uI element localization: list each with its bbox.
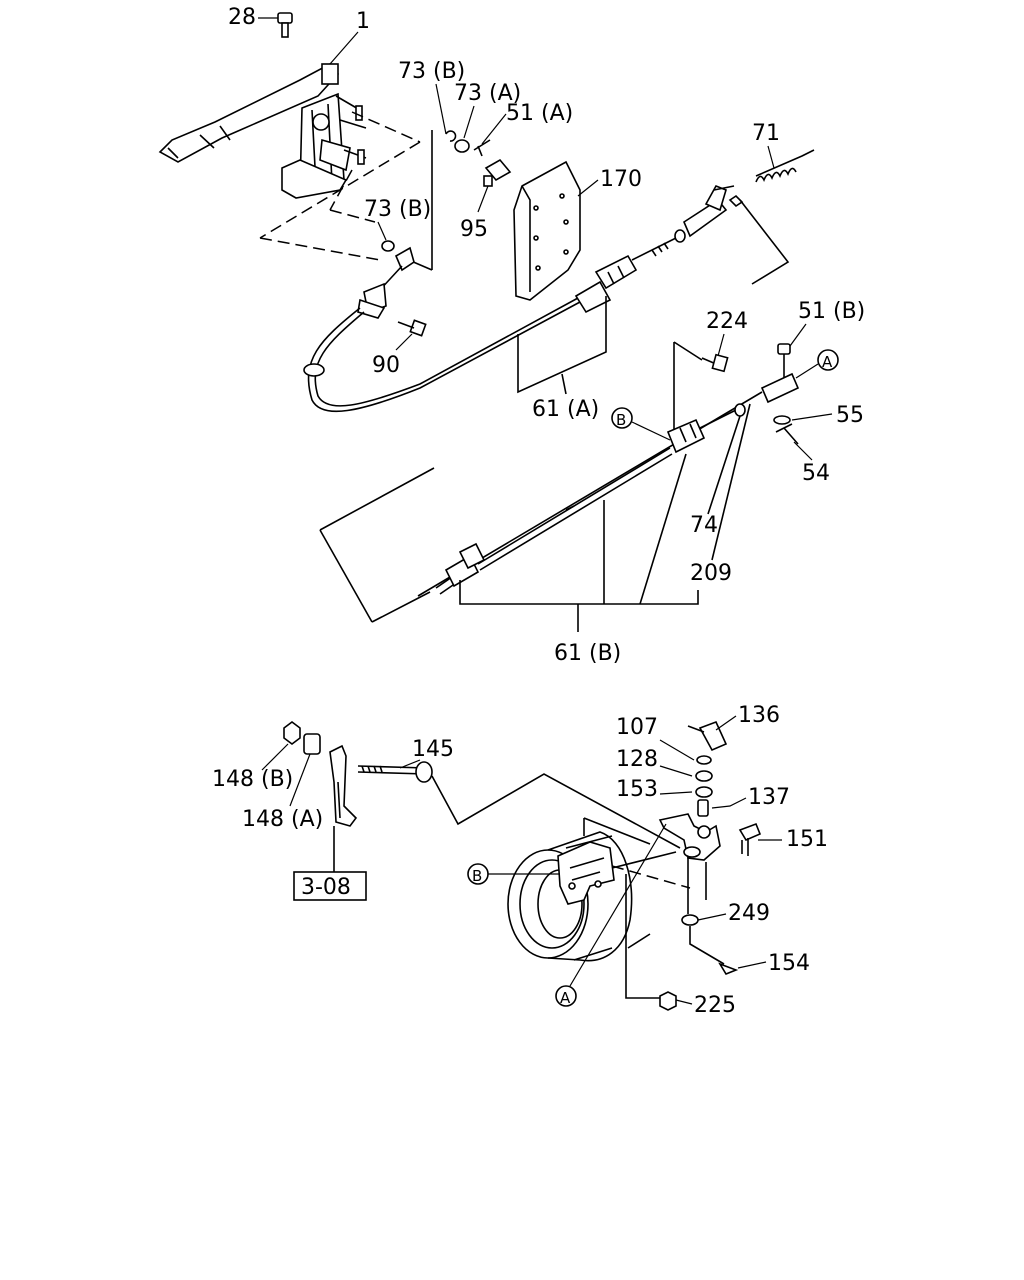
label-224: 224 (706, 309, 748, 334)
clip-73b-top (445, 130, 457, 142)
label-1: 1 (356, 9, 370, 34)
bolt-28 (277, 12, 293, 38)
marker-a-lower-label: A (560, 989, 571, 1007)
label-209: 209 (690, 561, 732, 586)
bolt-90 (397, 319, 427, 337)
nut-225 (659, 991, 677, 1011)
cable-61b (417, 391, 763, 597)
label-145: 145 (412, 737, 454, 762)
washer-107 (696, 755, 712, 765)
washer-73a (454, 139, 470, 153)
marker-a-upper (817, 349, 839, 371)
label-55: 55 (836, 403, 864, 428)
washer-128 (695, 770, 713, 782)
label-3-08: 3-08 (301, 875, 351, 900)
marker-a-upper-label: A (822, 353, 833, 371)
label-151: 151 (786, 827, 828, 852)
label-154: 154 (768, 951, 810, 976)
cable-yoke (357, 246, 415, 319)
cable-61a (303, 229, 686, 413)
pin-151 (738, 822, 762, 856)
label-148b: 148 (B) (212, 767, 293, 792)
bolt-95 (483, 158, 512, 187)
label-90: 90 (372, 353, 400, 378)
label-136: 136 (738, 703, 780, 728)
cover-plate-170 (513, 160, 581, 301)
marker-a-lower (555, 985, 577, 1007)
label-73b-top: 73 (B) (398, 59, 465, 84)
ref-box-3-08 (293, 871, 367, 901)
pin-51a (473, 139, 491, 157)
washer-73b-mid (381, 240, 395, 252)
bushing-148a (303, 733, 321, 755)
label-54: 54 (802, 461, 830, 486)
label-249: 249 (728, 901, 770, 926)
clevis-55 (760, 372, 800, 445)
label-148a: 148 (A) (242, 807, 323, 832)
bolt-224 (701, 353, 729, 373)
brake-drum-housing (507, 817, 651, 962)
bolt-136 (687, 720, 728, 752)
label-95: 95 (460, 217, 488, 242)
bracket-arm (658, 813, 721, 861)
label-225: 225 (694, 993, 736, 1018)
marker-b-lower-label: B (472, 867, 482, 885)
label-73b-mid: 73 (B) (364, 197, 431, 222)
hand-brake-lever-1 (158, 62, 367, 199)
label-137: 137 (748, 785, 790, 810)
washer-153 (695, 786, 713, 798)
marker-b-upper-label: B (616, 411, 626, 429)
marker-b-upper (611, 407, 633, 429)
bushing-137 (697, 799, 709, 817)
nut-148b (283, 721, 301, 745)
label-128: 128 (616, 747, 658, 772)
label-61b: 61 (B) (554, 641, 621, 666)
label-28: 28 (228, 5, 256, 30)
washer-249 (681, 914, 699, 926)
label-73a: 73 (A) (454, 81, 521, 106)
lever-arm (329, 744, 358, 827)
label-51a: 51 (A) (506, 101, 573, 126)
label-74: 74 (690, 513, 718, 538)
split-pin-154 (718, 962, 739, 975)
label-51b: 51 (B) (798, 299, 865, 324)
label-170: 170 (600, 167, 642, 192)
bracket-71 (682, 184, 744, 238)
spring-71 (755, 149, 815, 183)
label-71: 71 (752, 121, 780, 146)
label-153: 153 (616, 777, 658, 802)
label-61a: 61 (A) (532, 397, 599, 422)
label-107: 107 (616, 715, 658, 740)
rod-145 (357, 761, 433, 783)
